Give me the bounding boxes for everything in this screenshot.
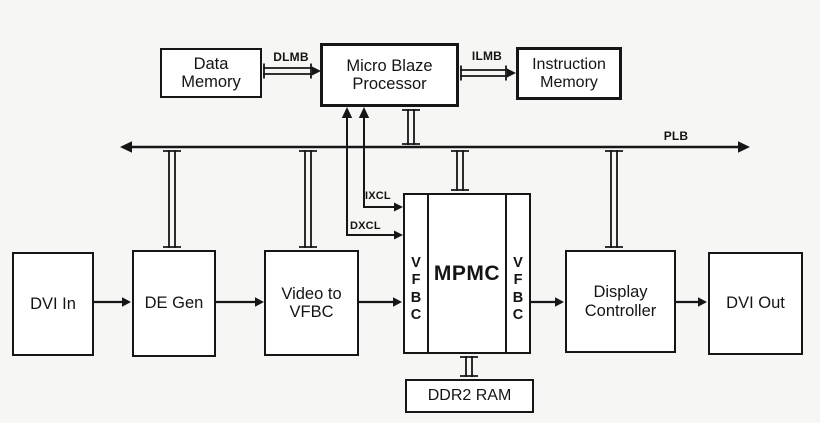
ddr2-ram-label: DDR2 RAM bbox=[427, 387, 512, 405]
plb-bus-label: PLB bbox=[663, 129, 689, 143]
plb-mpmc-tap bbox=[451, 150, 469, 191]
vfbc-left-letter: B bbox=[410, 289, 422, 306]
vfbc-right-letter: B bbox=[512, 289, 524, 306]
mpmc-core: MPMC bbox=[429, 195, 505, 352]
de-gen-label: DE Gen bbox=[144, 294, 204, 313]
vfbc-left-letter: V bbox=[411, 255, 421, 272]
microblaze-processor-label: Micro Blaze Processor bbox=[346, 56, 433, 93]
display-controller-label: Display Controller bbox=[584, 283, 657, 320]
ilmb-bus-label: ILMB bbox=[471, 49, 503, 63]
ixcl-link-label: IXCL bbox=[365, 190, 391, 202]
video-to-vfbc-block: Video to VFBC bbox=[264, 250, 359, 356]
dvi-out-block: DVI Out bbox=[708, 252, 803, 355]
plb-videovfbc-tap bbox=[299, 150, 317, 248]
dxcl-link-label: DXCL bbox=[350, 220, 381, 232]
plb-degen-tap bbox=[163, 150, 181, 248]
ddr2-ram-block: DDR2 RAM bbox=[405, 379, 534, 413]
vfbc-right-letter: C bbox=[512, 306, 524, 323]
vfbc-right-letter: V bbox=[513, 255, 523, 272]
videovfbc-mpmc-arrow bbox=[359, 297, 402, 307]
data-memory-label: Data Memory bbox=[181, 54, 241, 91]
dviin-degen-arrow bbox=[94, 297, 131, 307]
dlmb-connector bbox=[263, 63, 321, 79]
dvi-in-block: DVI In bbox=[12, 252, 94, 356]
data-memory-block: Data Memory bbox=[160, 48, 262, 98]
microblaze-processor-block: Micro Blaze Processor bbox=[320, 43, 459, 107]
ilmb-connector bbox=[460, 65, 516, 81]
de-gen-block: DE Gen bbox=[132, 250, 216, 357]
plb-displaycontroller-tap bbox=[605, 150, 623, 248]
dvi-in-label: DVI In bbox=[30, 294, 76, 313]
dlmb-bus-label: DLMB bbox=[273, 50, 309, 64]
displaycontroller-dviout-arrow bbox=[676, 297, 707, 307]
instruction-memory-label: Instruction Memory bbox=[532, 55, 606, 91]
instruction-memory-block: Instruction Memory bbox=[516, 47, 622, 100]
display-controller-block: Display Controller bbox=[565, 250, 676, 353]
microblaze-plb-tap bbox=[402, 109, 420, 145]
vfbc-left-letter: C bbox=[410, 306, 422, 323]
degen-videovfbc-arrow bbox=[216, 297, 264, 307]
mpmc-label: MPMC bbox=[433, 261, 501, 285]
mpmc-ddr2-tap bbox=[460, 356, 478, 377]
dvi-out-label: DVI Out bbox=[726, 294, 785, 313]
video-to-vfbc-label: Video to VFBC bbox=[281, 284, 342, 321]
vfbc-right-port: V F B C bbox=[505, 195, 529, 352]
vfbc-left-port: V F B C bbox=[405, 195, 429, 352]
vfbc-left-letter: F bbox=[411, 272, 421, 289]
vfbc-right-letter: F bbox=[513, 272, 523, 289]
mpmc-displaycontroller-arrow bbox=[531, 297, 564, 307]
mpmc-block: V F B C MPMC V F B C bbox=[403, 193, 531, 354]
